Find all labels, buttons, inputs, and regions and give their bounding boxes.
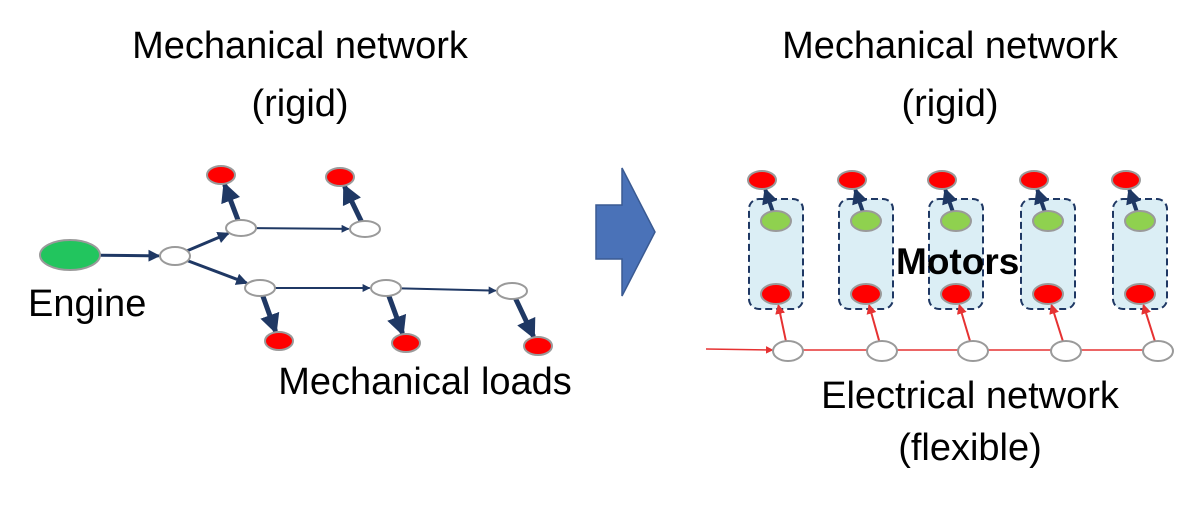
motor-input-node [760, 283, 792, 305]
elec-feed-edge [1049, 303, 1064, 343]
motor-input-node [1124, 283, 1156, 305]
motor-input-node [850, 283, 882, 305]
motor-shaft-node [760, 210, 792, 232]
motor-output-edge [852, 187, 868, 214]
motor-shaft-node [940, 210, 972, 232]
junction-node [349, 220, 381, 238]
electrical-junction-node [1142, 340, 1174, 362]
mech-edge [260, 293, 280, 335]
load-node [927, 170, 957, 190]
mech-edge [342, 183, 364, 224]
engine-label: Engine [28, 283, 147, 325]
junction-node [225, 219, 257, 237]
left-title-line2: (rigid) [251, 83, 349, 125]
motor-output-edge [942, 187, 958, 214]
elec-feed-edge [866, 303, 881, 343]
junction-node [244, 279, 276, 297]
right-title-line2: (rigid) [901, 83, 999, 125]
load-node [264, 331, 294, 351]
load-node [391, 333, 421, 353]
electrical-junction-node [1050, 340, 1082, 362]
load-node [1111, 170, 1141, 190]
load-node [1019, 170, 1049, 190]
mech-edge [386, 293, 407, 337]
load-node [523, 336, 553, 356]
mechanical-loads-label: Mechanical loads [278, 361, 572, 403]
electrical-junction-node [772, 340, 804, 362]
mech-edge [186, 259, 249, 285]
load-node [747, 170, 777, 190]
junction-node [496, 282, 528, 300]
transition-arrow-icon [595, 167, 656, 297]
electrical-junction-node [866, 340, 898, 362]
mech-edge [98, 249, 161, 262]
mech-edge [399, 286, 497, 295]
engine-node [39, 239, 101, 271]
electrical-network-label-line1: Electrical network [821, 375, 1119, 417]
motor-shaft-node [850, 210, 882, 232]
load-node [206, 165, 236, 185]
load-node [325, 167, 355, 187]
motor-input-node [1032, 283, 1064, 305]
motor-shaft-node [1124, 210, 1156, 232]
motor-output-edge [1126, 187, 1142, 214]
electrical-junction-node [957, 340, 989, 362]
motor-shaft-node [1032, 210, 1064, 232]
elec-feed-edge [1141, 303, 1156, 343]
mech-edge [185, 231, 230, 253]
junction-node [370, 279, 402, 297]
electrical-network-label-line2: (flexible) [898, 427, 1042, 469]
motor-output-edge [762, 187, 778, 214]
junction-node [159, 246, 191, 266]
motor-input-node [940, 283, 972, 305]
load-node [837, 170, 867, 190]
right-title-line1: Mechanical network [782, 25, 1118, 67]
mech-edge [221, 181, 241, 223]
mech-edge [513, 296, 536, 340]
elec-input-line [705, 346, 774, 354]
mech-edge [254, 224, 350, 233]
motor-output-edge [1034, 187, 1050, 214]
elec-feed-edge [775, 303, 787, 343]
motors-label: Motors [896, 241, 1020, 282]
left-title-line1: Mechanical network [132, 25, 468, 67]
elec-feed-edge [956, 303, 972, 343]
